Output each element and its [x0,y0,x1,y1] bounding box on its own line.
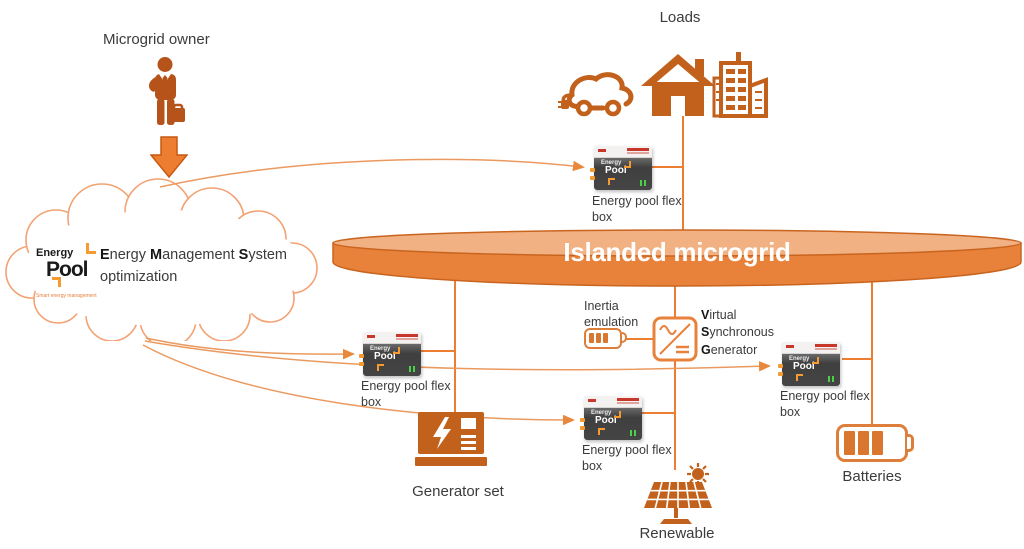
curve-to-mid-flexbox [142,344,575,426]
loads-to-bar-line [682,114,684,234]
cloud-shape [5,178,318,341]
mid-flexbox-stub-line [640,412,675,414]
connector-nub-icon [359,354,364,358]
building-icon [712,52,768,118]
device-logo-arrow-icon [608,178,615,185]
device-logo-mark-icon [393,347,400,354]
islanded-microgrid-label: Islanded microgrid [563,237,791,267]
batteries-label: Batteries [842,468,902,485]
solar-panel-icon [644,463,712,524]
device-logo-arrow-icon [796,374,803,381]
down-arrow-icon [150,136,188,178]
led-icon [828,376,830,382]
inertia-emulation-label: Inertia emulation [584,299,639,330]
flex-box-device-top: Energy Pool [590,146,652,190]
curve-to-left-flexbox [145,337,355,360]
flexbox-top-panel [594,146,652,158]
generator-set-label: Generator set [412,483,504,500]
device-brand: Pool [605,165,627,176]
led-icon [644,180,646,186]
device-logo-arrow-icon [377,364,384,371]
bar-to-generator-line [454,278,456,416]
curve-to-right-flexbox [144,340,771,372]
renewable-label: Renewable [639,525,715,542]
inertia-battery-icon [584,328,627,349]
bar-to-renewable-line [674,278,676,470]
generator-icon [415,412,487,466]
device-logo-mark-icon [624,161,631,168]
bar-to-batteries-line [871,278,873,425]
flex-box-label-left: Energy pool flex box [361,379,451,410]
flex-box-device-mid: Energy Pool [580,396,642,440]
batteries-icon [836,424,914,462]
left-flexbox-stub-line [419,350,455,352]
inverter-icon [652,316,698,362]
flex-box-device-left: Energy Pool [359,332,421,376]
vsg-label: Virtual Synchronous Generator [701,308,774,357]
device-logo-mark-icon [614,411,621,418]
logo-angle-icon [86,243,96,254]
house-icon [641,54,715,116]
connector-nub-icon [590,176,595,180]
right-flexbox-stub-line [842,358,872,360]
ems-title: Energy Management System optimization [100,245,300,289]
flex-box-label-mid: Energy pool flex box [582,443,672,474]
flex-box-device-right: Energy Pool [778,342,840,386]
flexbox-front-panel: Energy Pool [594,158,652,190]
connector-nub-icon [580,426,585,430]
flex-box-label-top: Energy pool flex box [592,194,682,225]
islanded-microgrid-cylinder [332,229,1022,287]
ems-title-line2: optimization [100,268,178,285]
loads-label: Loads [659,9,701,26]
connector-nub-icon [778,364,783,368]
logo-tagline: Smart energy management [36,293,97,299]
logo-brand-top: Energy [36,247,74,259]
ems-title-line1: Energy Management System [100,247,288,263]
curve-to-top-flexbox [159,158,585,188]
device-logo-mark-icon [812,357,819,364]
connector-nub-icon [590,168,595,172]
energy-pool-logo: Energy Pool Smart energy management [36,243,102,299]
connector-nub-icon [580,418,585,422]
led-icon [630,430,632,436]
led-icon [413,366,415,372]
connector-nub-icon [778,372,783,376]
top-flexbox-stub-line [650,166,683,168]
led-icon [634,430,636,436]
connector-nub-icon [359,362,364,366]
led-icon [640,180,642,186]
person-icon [148,57,185,125]
ev-car-icon [558,72,634,117]
flex-box-label-right: Energy pool flex box [780,389,870,420]
logo-brand-bottom: Pool [46,258,89,281]
led-icon [832,376,834,382]
logo-arrow-icon [52,277,61,287]
device-logo-arrow-icon [598,428,605,435]
inertia-to-vsg-line [620,338,655,340]
led-icon [409,366,411,372]
microgrid-owner-label: Microgrid owner [103,31,210,48]
device-brand-small: Energy [601,160,622,166]
